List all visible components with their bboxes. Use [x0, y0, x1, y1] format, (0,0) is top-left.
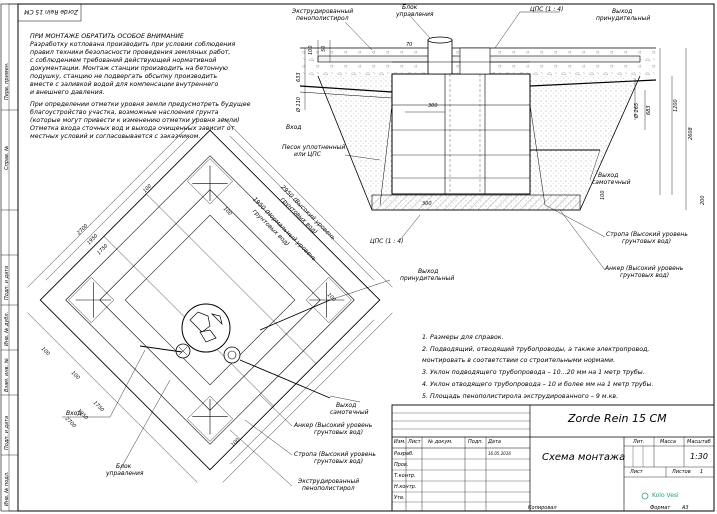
dim-text: Ø 110: [296, 96, 302, 112]
drawing-title: Схема монтажа: [542, 452, 626, 463]
plan-label-foam: Экструдированный: [298, 478, 360, 485]
role-label: Разраб.: [394, 451, 414, 457]
strip-label-podp2: Подп. и дата: [4, 415, 10, 450]
col-header: Изм.: [394, 439, 406, 445]
section-label-sand: или ЦПС: [294, 151, 321, 158]
role-label: Т.контр.: [394, 473, 416, 479]
role-label: Н.контр.: [394, 484, 417, 490]
col-header: Дата: [488, 439, 501, 445]
dim-text: 300: [422, 201, 432, 207]
section-label-inlet: Вход: [286, 124, 302, 131]
sheet-label: Лист: [630, 469, 643, 475]
plan-label-outlet-main: Выход: [418, 268, 439, 275]
col-header: Лист: [408, 439, 421, 445]
stamp-top: Zorde Rein 15 СМ: [24, 8, 78, 15]
scale-value: 1:30: [690, 452, 708, 461]
role-label: Утв.: [394, 495, 405, 501]
notes-line: вместе с заливкой водой для компенсации …: [30, 81, 219, 88]
dim-text: 2608: [688, 127, 694, 140]
dim-text: 100: [600, 190, 606, 200]
notes-line: (которые могут привести к изменению отме…: [30, 117, 240, 124]
plan-label-foam: пенополистирол: [302, 485, 355, 492]
notes-line: При определении отметки уровня земли пре…: [30, 101, 251, 108]
plan-label-inlet: Вход: [66, 410, 82, 417]
sheets-label: Листов: [672, 469, 691, 475]
section-label-outlet-main: принудительный: [596, 15, 651, 22]
lit-label: Лит.: [633, 439, 645, 445]
format-label: Формат: [650, 505, 671, 511]
scale-label: Масштаб: [687, 439, 711, 445]
section-label-sling: грунтовых вод): [622, 238, 672, 245]
spec-note: 1. Размеры для справок.: [422, 334, 504, 341]
dim-text: Ø 265: [634, 102, 640, 118]
section-label-foam: Экструдированный: [292, 8, 354, 15]
strip-label-perv: Перв. примен.: [4, 62, 10, 100]
sheets-value: 1: [700, 469, 704, 475]
notes-line: местных условий и согласовывается с зака…: [30, 133, 201, 140]
plan-label-outlet-main: принудительный: [400, 275, 455, 282]
plan-label-anchor: грунтовых вод): [314, 429, 364, 436]
section-label-outlet-gravity: самотечный: [592, 179, 631, 186]
notes-line: Отметка входа сточных вод и выхода очище…: [30, 125, 235, 132]
spec-note: 5. Площадь пенополистирола экструдирован…: [422, 393, 619, 400]
format-value: А3: [682, 505, 689, 511]
plan-label-sling: Стропа (Высокий уровень: [294, 451, 376, 458]
dim-text: 50: [321, 45, 327, 52]
product-name: Zorde Rein 15 СМ: [568, 412, 667, 425]
dim-text: 300: [428, 103, 438, 109]
notes-line: благоустройство участка, возможные насло…: [30, 109, 219, 116]
section-label-block: управления: [396, 11, 434, 18]
notes-line: с соблюдением требований действующей нор…: [30, 57, 217, 64]
strip-label-podl: Инв. № подл.: [4, 471, 10, 507]
spec-note: 3. Уклон подводящего трубопровода – 10..…: [422, 369, 645, 376]
plan-label-block: управления: [106, 470, 144, 477]
section-label-sling: Стропа (Высокий уровень: [606, 231, 688, 238]
notes-heading: ПРИ МОНТАЖЕ ОБРАТИТЬ ОСОБОЕ ВНИМАНИЕ: [30, 33, 184, 40]
dim-text: 1200: [673, 99, 679, 112]
notes-line: подушку, станцию не подвергать обсыпку п…: [30, 73, 218, 80]
plan-label-block: Блок: [116, 463, 132, 470]
plan-label-anchor: Анкер (Высокий уровень: [294, 422, 373, 429]
notes-line: Разработку котлована производить при усл…: [30, 41, 236, 48]
section-label-cps-bottom: ЦПС (1 : 4): [370, 238, 404, 245]
strip-label-sprav: Справ. №: [4, 145, 10, 170]
col-header: Подп.: [468, 439, 484, 445]
dim-text: 633: [296, 72, 302, 82]
section-label-sand: Песок уплотненный: [282, 144, 346, 151]
section-label-outlet-main: Выход: [612, 8, 633, 15]
section-label-outlet-gravity: Выход: [598, 172, 619, 179]
notes-line: документации. Монтаж станции производить…: [30, 65, 228, 72]
notes-line: правил техники безопасности проведения з…: [30, 49, 231, 56]
plan-label-outlet-gravity: Выход: [336, 402, 357, 409]
sign-date: 16.05.2016: [488, 451, 511, 456]
company-logo-text: Kolo Vesi: [652, 492, 679, 499]
spec-note: 4. Уклон отводящего трубопровода – 10 и …: [422, 381, 654, 388]
plan-label-sling: грунтовых вод): [314, 458, 364, 465]
strip-label-vzam: Взам. инв. №: [4, 358, 10, 392]
col-header: № докум.: [428, 439, 453, 445]
section-label-anchor: грунтовых вод): [620, 272, 670, 279]
strip-label-dubl: Инв. № дубл.: [4, 311, 10, 346]
section-label-cps-top: ЦПС (1 : 4): [530, 6, 564, 13]
spec-note: монтировать в соответствии со строительн…: [422, 357, 616, 364]
dim-text: 100: [308, 45, 314, 55]
plan-label-outlet-gravity: самотечный: [330, 409, 369, 416]
dim-text: 200: [700, 195, 706, 205]
section-label-block: Блок: [402, 4, 418, 11]
strip-label-podp1: Подп. и дата: [4, 265, 10, 300]
notes-line: и внешнего давления.: [30, 89, 105, 96]
mass-label: Масса: [660, 439, 676, 445]
section-label-foam: пенополистирол: [296, 15, 349, 22]
dim-text: 683: [646, 105, 652, 115]
spec-note: 2. Подводящий, отводящий трубопроводы, а…: [422, 346, 650, 353]
dim-text: 70: [406, 42, 413, 48]
section-label-anchor: Анкер (Высокий уровень: [605, 265, 684, 272]
copied-label: Копировал: [528, 505, 557, 511]
role-label: Пров.: [394, 462, 409, 468]
